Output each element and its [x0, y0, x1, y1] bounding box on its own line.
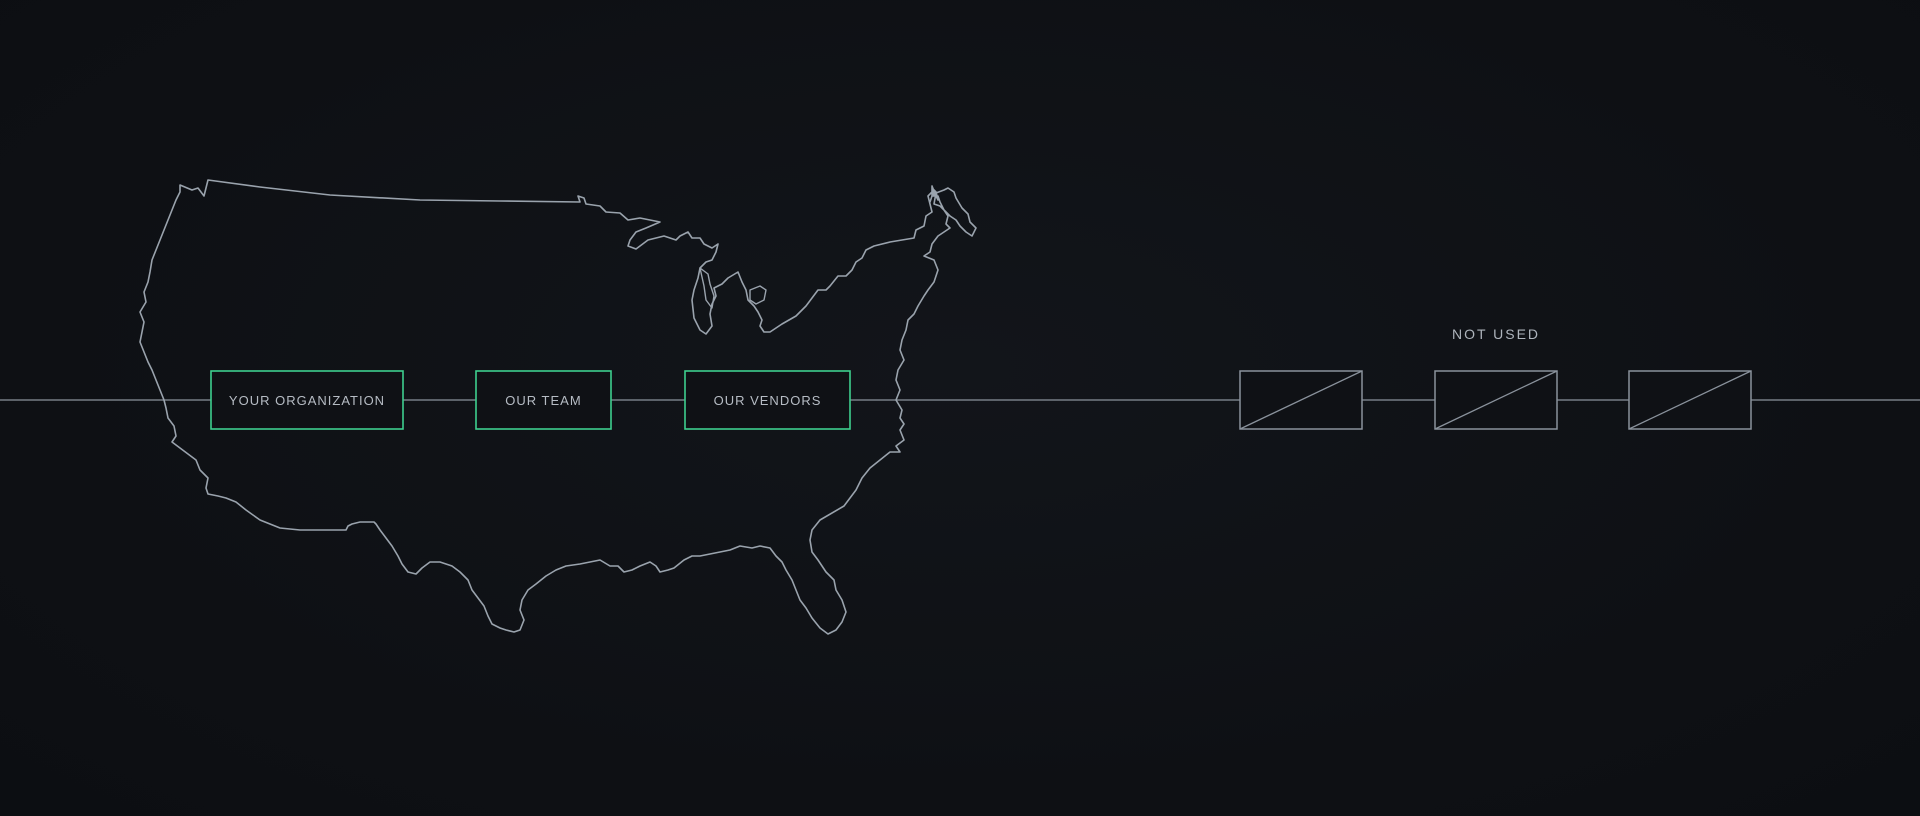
node-label: OUR TEAM — [505, 393, 581, 408]
unused-placeholder-3 — [1628, 370, 1752, 430]
unused-placeholder-2 — [1434, 370, 1558, 430]
node-label: OUR VENDORS — [714, 393, 822, 408]
node-our-vendors: OUR VENDORS — [684, 370, 851, 430]
crossed-box-icon — [1628, 370, 1752, 430]
not-used-label: NOT USED — [1452, 326, 1540, 342]
unused-placeholder-1 — [1239, 370, 1363, 430]
node-label: YOUR ORGANIZATION — [229, 393, 385, 408]
usa-map-outline-icon — [139, 179, 977, 635]
node-your-organization: YOUR ORGANIZATION — [210, 370, 404, 430]
crossed-box-icon — [1434, 370, 1558, 430]
node-our-team: OUR TEAM — [475, 370, 612, 430]
crossed-box-icon — [1239, 370, 1363, 430]
